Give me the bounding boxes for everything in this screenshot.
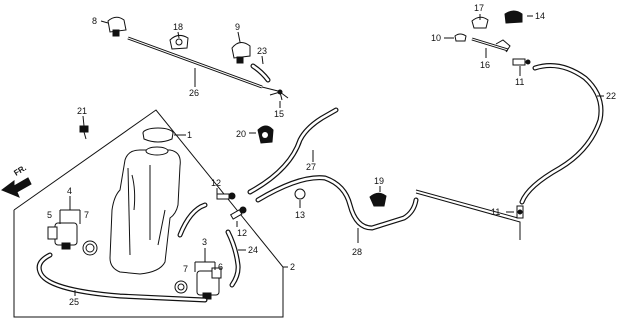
hose-reservoir-feed xyxy=(177,202,208,238)
washer-nozzle-8 xyxy=(107,16,127,37)
callout-16: 16 xyxy=(480,60,490,70)
washer-nozzle-9 xyxy=(231,42,251,64)
callout-6: 6 xyxy=(218,262,223,272)
hose-24 xyxy=(225,229,241,288)
callout-5: 5 xyxy=(47,210,52,220)
leader-lines xyxy=(59,14,604,296)
washer-nozzle-14 xyxy=(504,10,523,24)
callout-12a: 12 xyxy=(211,178,221,188)
joint-15 xyxy=(269,89,289,101)
callout-14: 14 xyxy=(535,11,545,21)
callout-11b: 11 xyxy=(491,207,500,217)
front-direction-arrow: FR. xyxy=(0,163,32,198)
callout-12b: 12 xyxy=(237,228,247,238)
callout-9: 9 xyxy=(235,22,240,32)
callout-27: 27 xyxy=(306,162,316,172)
joint-12a xyxy=(216,192,236,200)
callout-13: 13 xyxy=(295,210,305,220)
callout-15: 15 xyxy=(274,109,284,119)
callout-4: 4 xyxy=(67,186,72,196)
pipe-28-line-b xyxy=(415,189,519,219)
pipe-16 xyxy=(471,37,511,53)
hose-clip-18 xyxy=(169,34,189,50)
callout-17: 17 xyxy=(474,3,484,13)
callout-21: 21 xyxy=(77,106,87,116)
hose-22 xyxy=(519,63,604,205)
hose-23 xyxy=(250,63,271,83)
callout-22: 22 xyxy=(606,91,616,101)
callout-3: 3 xyxy=(202,237,207,247)
callout-23: 23 xyxy=(257,46,267,56)
callout-8: 8 xyxy=(92,16,97,26)
hose-28 xyxy=(255,175,419,231)
callout-28: 28 xyxy=(352,247,362,257)
washer-pump-rear xyxy=(174,267,222,300)
callout-25: 25 xyxy=(69,297,79,307)
pipe-28-line xyxy=(415,192,521,240)
callout-10: 10 xyxy=(431,33,441,43)
hose-27 xyxy=(247,107,339,195)
hose-25 xyxy=(36,252,208,303)
callout-18: 18 xyxy=(173,22,183,32)
front-arrow-label: FR. xyxy=(12,163,28,177)
joint-11b xyxy=(516,205,524,219)
callout-labels: 1 2 3 4 5 6 7 7 8 9 10 11 11 12 12 13 14… xyxy=(47,3,616,307)
washer-nozzle-17 xyxy=(471,16,489,29)
joint-12b xyxy=(229,206,247,220)
hose-clip-20 xyxy=(257,125,274,144)
joint-10 xyxy=(454,33,467,42)
callout-20: 20 xyxy=(236,129,246,139)
washer-reservoir xyxy=(109,146,181,275)
reservoir-cap xyxy=(142,127,182,143)
washer-pump-front xyxy=(47,222,98,256)
assembly-boundary xyxy=(13,109,284,318)
grommet-21 xyxy=(79,125,89,140)
callout-26: 26 xyxy=(189,88,199,98)
joint-11a xyxy=(512,58,531,66)
callout-2: 2 xyxy=(290,262,295,272)
callout-1: 1 xyxy=(187,130,192,140)
callout-7a: 7 xyxy=(84,210,89,220)
grommet-13 xyxy=(294,188,306,200)
callout-7b: 7 xyxy=(183,264,188,274)
callout-11a: 11 xyxy=(515,77,524,87)
callout-19: 19 xyxy=(374,176,384,186)
callout-24: 24 xyxy=(248,245,258,255)
hose-clip-19 xyxy=(369,192,387,207)
